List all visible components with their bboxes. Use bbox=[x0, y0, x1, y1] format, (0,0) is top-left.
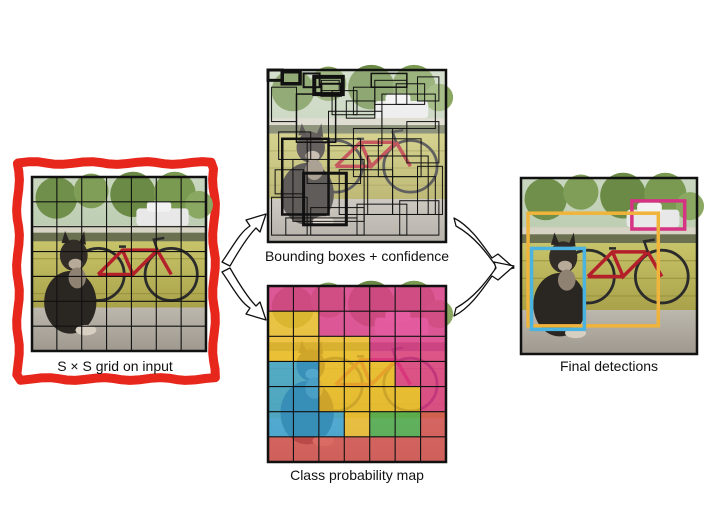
arrow-to-class-map-icon bbox=[222, 268, 266, 320]
class-map-cell bbox=[421, 311, 446, 336]
class-map-cell bbox=[319, 336, 344, 361]
class-map-cell bbox=[421, 336, 446, 361]
class-map-cell bbox=[344, 311, 369, 336]
input-image bbox=[32, 172, 213, 351]
final-caption: Final detections bbox=[530, 358, 688, 374]
class-map-cell bbox=[344, 412, 369, 437]
class-map-cell bbox=[370, 437, 395, 462]
class-map-caption: Class probability map bbox=[262, 467, 452, 483]
class-map-cell bbox=[395, 412, 420, 437]
class-map-cell bbox=[268, 361, 293, 386]
class-map-cells bbox=[268, 286, 446, 462]
class-map-cell bbox=[319, 311, 344, 336]
class-map-cell bbox=[395, 336, 420, 361]
class-map-cell bbox=[268, 336, 293, 361]
class-map-cell bbox=[344, 361, 369, 386]
class-map-cell bbox=[268, 311, 293, 336]
boxes-caption: Bounding boxes + confidence bbox=[238, 248, 476, 264]
class-map-cell bbox=[293, 361, 318, 386]
class-map-cell bbox=[268, 286, 293, 311]
arrow-from-class-map-icon bbox=[454, 262, 514, 316]
class-map-cell bbox=[344, 387, 369, 412]
class-map-cell bbox=[293, 311, 318, 336]
class-map-cell bbox=[370, 361, 395, 386]
class-map-cell bbox=[319, 387, 344, 412]
class-map-cell bbox=[395, 437, 420, 462]
class-map-cell bbox=[395, 387, 420, 412]
class-map-cell bbox=[293, 437, 318, 462]
class-map-cell bbox=[344, 437, 369, 462]
grid-caption: S × S grid on input bbox=[23, 358, 207, 374]
class-map-cell bbox=[421, 437, 446, 462]
class-map-cell bbox=[370, 286, 395, 311]
class-map-cell bbox=[395, 286, 420, 311]
class-map-cell bbox=[370, 387, 395, 412]
class-map-cell bbox=[370, 311, 395, 336]
class-map-cell bbox=[268, 437, 293, 462]
class-map-cell bbox=[421, 412, 446, 437]
class-map-cell bbox=[395, 311, 420, 336]
class-map-cell bbox=[344, 286, 369, 311]
class-map-cell bbox=[293, 286, 318, 311]
class-map-cell bbox=[293, 387, 318, 412]
class-map-cell bbox=[268, 412, 293, 437]
class-map-cell bbox=[421, 361, 446, 386]
class-map-cell bbox=[319, 361, 344, 386]
class-map-cell bbox=[395, 361, 420, 386]
class-map-cell bbox=[319, 437, 344, 462]
class-map-cell bbox=[293, 336, 318, 361]
class-map-cell bbox=[344, 336, 369, 361]
class-map-cell bbox=[268, 387, 293, 412]
class-map-cell bbox=[370, 336, 395, 361]
class-map-cell bbox=[421, 286, 446, 311]
class-map-cell bbox=[370, 412, 395, 437]
class-map-cell bbox=[421, 387, 446, 412]
class-map-cell bbox=[293, 412, 318, 437]
class-map-cell bbox=[319, 412, 344, 437]
class-map-cell bbox=[319, 286, 344, 311]
